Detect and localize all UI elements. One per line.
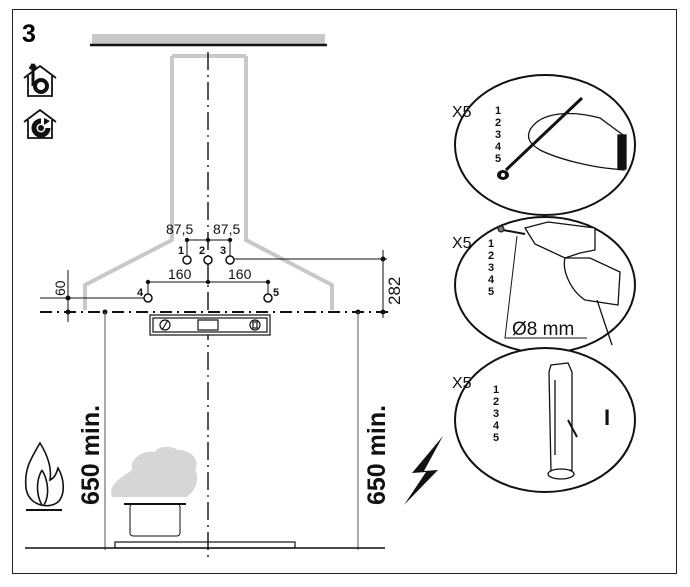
step-count-2: X5 [452,235,472,252]
svg-text:4: 4 [493,420,500,432]
dim-bottom-right: 160 [228,266,252,282]
dim-left-offset: 60 [52,280,68,296]
figure-frame [12,9,677,574]
dim-top-left: 87,5 [166,221,193,237]
ducted-extraction-icon [23,63,57,97]
svg-text:5: 5 [495,153,501,165]
hand-pencil-icon [504,96,627,172]
spirit-level [149,314,271,336]
svg-text:5: 5 [493,432,499,444]
min-height-right: 650 min. [363,405,391,505]
svg-text:2: 2 [495,117,501,129]
dim-bottom-left: 160 [168,266,192,282]
wall-plug-icon [547,362,578,480]
svg-text:2: 2 [493,396,499,408]
cooking-pot [111,446,198,537]
lightning-icon [404,436,443,505]
ceiling [92,34,325,44]
dim-top-right: 87,5 [213,221,240,237]
step-count-1: X5 [452,104,472,121]
hole-label-4: 4 [137,287,144,299]
drill-icon [502,221,621,346]
svg-text:3: 3 [493,408,499,420]
flame-icon [24,441,65,511]
hole-label-5: 5 [273,287,279,299]
svg-text:4: 4 [495,141,502,153]
svg-text:3: 3 [495,129,501,141]
svg-text:4: 4 [488,274,495,286]
svg-text:2: 2 [488,250,494,262]
svg-text:1: 1 [495,105,501,117]
svg-text:1: 1 [493,384,499,396]
svg-text:1: 1 [488,238,494,250]
step-count-3: X5 [452,375,472,392]
dim-right-height: 282 [385,277,404,305]
hole-label-1: 1 [178,245,184,257]
step-number: 3 [22,20,36,48]
recirculation-icon [23,108,57,139]
svg-text:5: 5 [488,286,494,298]
mounting-holes [143,255,273,303]
svg-text:3: 3 [488,262,494,274]
hole-label-2: 2 [199,245,205,257]
step-drill-holes: X5 1 2 3 4 5 Ø8 mm [452,216,636,354]
min-height-left: 650 min. [77,405,105,505]
hole-label-3: 3 [220,245,226,257]
plug-marker: I [604,405,610,430]
step-insert-plugs: X5 1 2 3 4 5 I [452,347,636,493]
drill-size: Ø8 mm [512,319,574,340]
step-mark-holes: X5 1 2 3 4 5 [452,74,636,216]
